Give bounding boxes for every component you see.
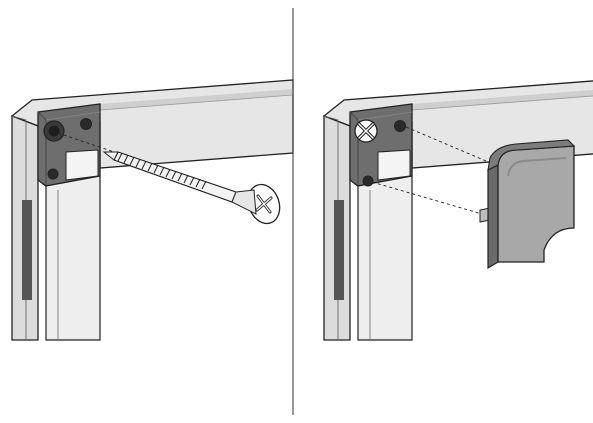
screw-hole-small <box>394 120 406 132</box>
alignment-guide-lower <box>371 181 483 215</box>
screw-installed <box>354 119 378 143</box>
screw-hole-lower <box>362 175 374 187</box>
panel-step-2 <box>323 79 593 341</box>
screw-hole-small <box>80 118 92 130</box>
screw-hole-large <box>43 120 65 142</box>
alignment-guide-upper <box>405 126 513 173</box>
panel-step-1 <box>11 79 294 341</box>
alignment-guide <box>57 132 121 155</box>
screw-hole-lower <box>47 168 59 180</box>
corner-end-cap <box>479 139 576 270</box>
wood-screw <box>102 151 281 225</box>
